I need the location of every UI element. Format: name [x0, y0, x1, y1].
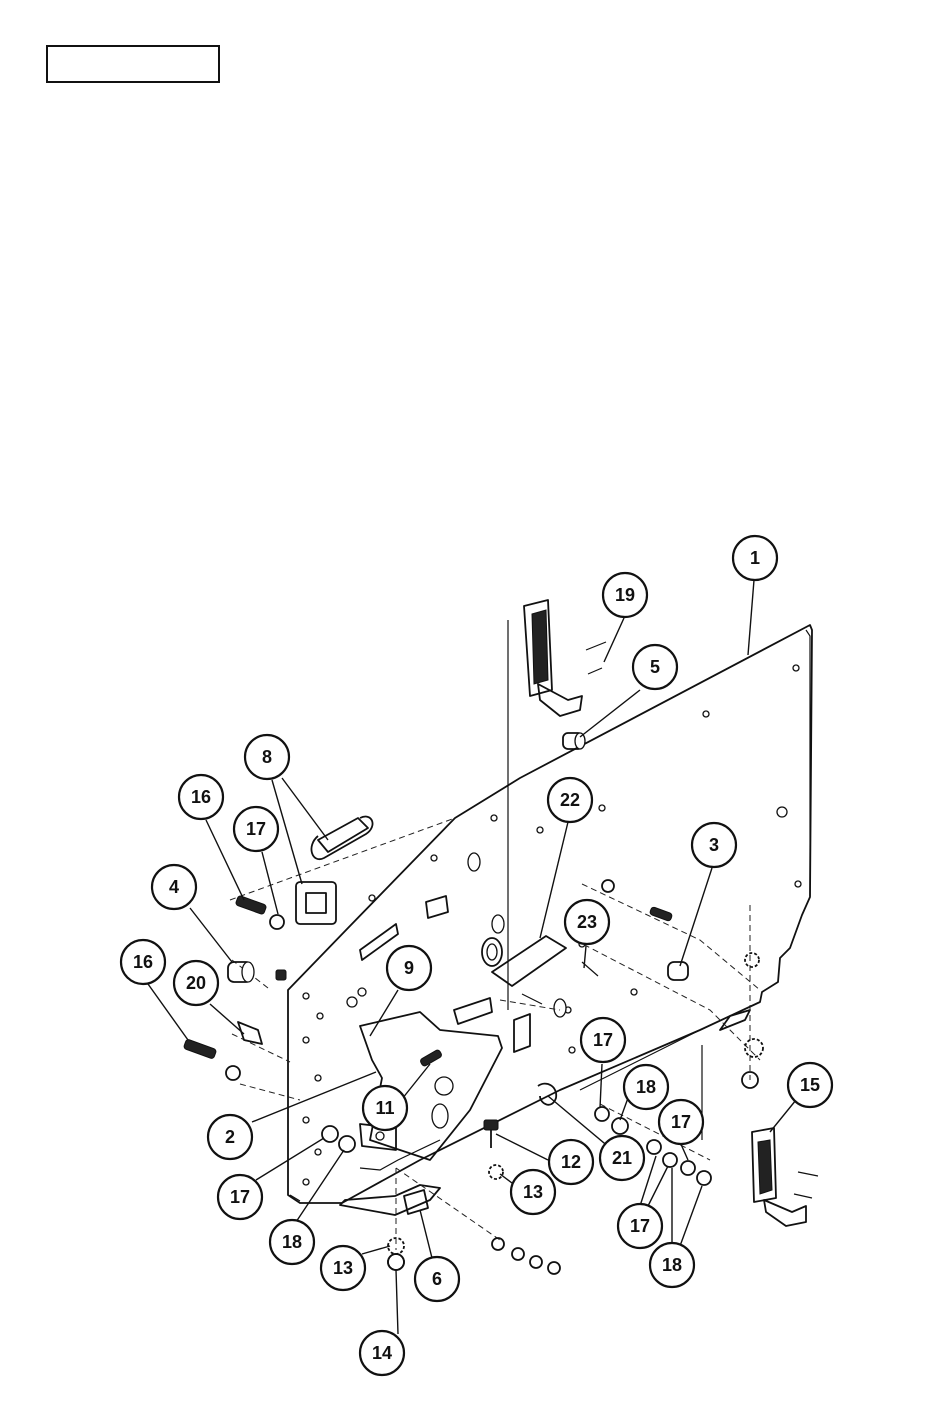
spacer: [238, 1022, 262, 1044]
callout-16-top: 16: [179, 775, 223, 819]
callout-1: 1: [733, 536, 777, 580]
svg-text:21: 21: [612, 1148, 632, 1168]
gear-chain: [296, 817, 373, 924]
svg-text:4: 4: [169, 877, 179, 897]
assembly-guide-lines: [230, 620, 760, 1250]
svg-text:17: 17: [671, 1112, 691, 1132]
callout-17-upper: 17: [234, 807, 278, 851]
svg-text:17: 17: [230, 1187, 250, 1207]
callout-17-lower-left: 17: [218, 1175, 262, 1219]
svg-text:18: 18: [282, 1232, 302, 1252]
callout-14: 14: [360, 1331, 404, 1375]
svg-text:19: 19: [615, 585, 635, 605]
callout-4: 4: [152, 865, 196, 909]
svg-text:1: 1: [750, 548, 760, 568]
svg-text:20: 20: [186, 973, 206, 993]
callout-5: 5: [633, 645, 677, 689]
svg-text:16: 16: [133, 952, 153, 972]
callout-2: 2: [208, 1115, 252, 1159]
svg-text:17: 17: [630, 1216, 650, 1236]
callout-17-right-a: 17: [581, 1018, 625, 1062]
callout-16-left: 16: [121, 940, 165, 984]
svg-text:3: 3: [709, 835, 719, 855]
callout-18-right-a: 18: [624, 1065, 668, 1109]
svg-text:17: 17: [593, 1030, 613, 1050]
callout-18-lower-left: 18: [270, 1220, 314, 1264]
svg-text:8: 8: [262, 747, 272, 767]
callout-12: 12: [549, 1140, 593, 1184]
svg-text:18: 18: [662, 1255, 682, 1275]
callout-9: 9: [387, 946, 431, 990]
svg-text:22: 22: [560, 790, 580, 810]
callout-3: 3: [692, 823, 736, 867]
callout-20: 20: [174, 961, 218, 1005]
svg-text:15: 15: [800, 1075, 820, 1095]
svg-text:14: 14: [372, 1343, 392, 1363]
callout-15: 15: [788, 1063, 832, 1107]
callout-13-middle: 13: [511, 1170, 555, 1214]
side-plate: [288, 625, 812, 1215]
svg-text:11: 11: [375, 1098, 394, 1118]
callout-11: 11: [363, 1086, 407, 1130]
callout-23: 23: [565, 900, 609, 944]
svg-text:9: 9: [404, 958, 414, 978]
callout-8: 8: [245, 735, 289, 779]
svg-text:12: 12: [561, 1152, 581, 1172]
svg-text:5: 5: [650, 657, 660, 677]
bottom-nut: [388, 1254, 404, 1270]
rubber-bumper: [668, 962, 688, 980]
callout-22: 22: [548, 778, 592, 822]
callout-13-bottom: 13: [321, 1246, 365, 1290]
svg-text:13: 13: [523, 1182, 543, 1202]
svg-text:13: 13: [333, 1258, 353, 1278]
callout-6: 6: [415, 1257, 459, 1301]
bottom-latch-bracket: [752, 1128, 818, 1226]
callout-17-lower-right: 17: [618, 1204, 662, 1248]
callout-21: 21: [600, 1136, 644, 1180]
callout-19: 19: [603, 573, 647, 617]
svg-text:6: 6: [432, 1269, 442, 1289]
shield-bracket: [360, 998, 502, 1160]
star-washers: [388, 953, 763, 1254]
bolt: [484, 1120, 498, 1148]
svg-text:17: 17: [246, 819, 266, 839]
svg-text:18: 18: [636, 1077, 656, 1097]
callout-18-lower-right: 18: [650, 1243, 694, 1287]
pin: [522, 962, 598, 1004]
svg-text:2: 2: [225, 1127, 235, 1147]
svg-text:16: 16: [191, 787, 211, 807]
svg-text:23: 23: [577, 912, 597, 932]
center-bracket: [482, 936, 566, 986]
top-latch-bracket: [524, 600, 606, 716]
callout-17-right-b: 17: [659, 1100, 703, 1144]
